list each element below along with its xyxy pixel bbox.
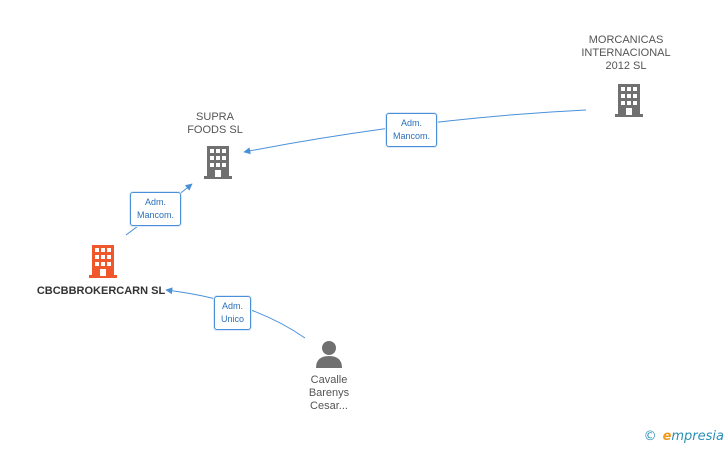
node-label-cavalle[interactable]: Cavalle Barenys Cesar... [308, 374, 350, 412]
brand-name: mpresia [671, 429, 724, 444]
edge-label-morcanicas-supra[interactable]: Adm. Mancom. [386, 113, 438, 147]
edge-label-cbcb-supra[interactable]: Adm. Mancom. [130, 192, 182, 226]
person-icon[interactable] [314, 339, 344, 369]
building-icon[interactable] [612, 82, 646, 118]
brand-initial: e [662, 429, 672, 444]
node-label-morcanicas[interactable]: MORCANICAS INTERNACIONAL 2012 SL [581, 34, 671, 72]
edge-label-cavalle-cbcb[interactable]: Adm. Unico [214, 296, 252, 330]
empresia-watermark: © empresia [644, 429, 724, 444]
building-icon[interactable] [201, 144, 235, 180]
copyright-symbol: © [643, 429, 657, 444]
node-label-supra[interactable]: SUPRA FOODS SL [187, 111, 243, 136]
node-label-cbcbbrokercarn[interactable]: CBCBBROKERCARN SL [36, 285, 166, 297]
building-icon[interactable] [86, 243, 120, 279]
